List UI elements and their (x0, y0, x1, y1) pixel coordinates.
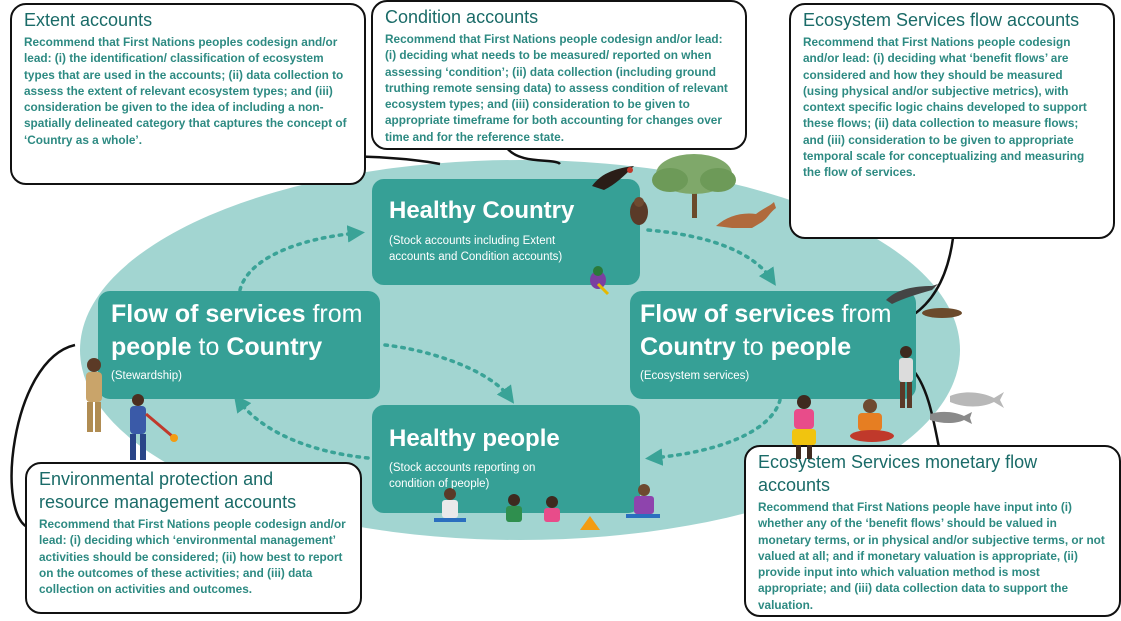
fish-icon (930, 392, 1004, 424)
healthy-country-subtitle-1: (Stock accounts including Extent (389, 235, 556, 247)
env-protection-accounts-callout: Environmental protection and resource ma… (25, 462, 362, 614)
extent-accounts-title: Extent accounts (24, 10, 153, 30)
cycle-arrow-to-healthy-people (645, 398, 782, 466)
es-flow-connector (912, 237, 955, 317)
finch-icon (590, 266, 610, 296)
heron-icon (886, 284, 938, 304)
flow-people-line2: people to Country (111, 333, 323, 361)
people-group-icon (434, 484, 660, 530)
healthy-people-subtitle-2: condition of people) (389, 478, 490, 490)
condition-connector (506, 147, 561, 166)
flow-people-to-country-box: Flow of services from people to Country … (98, 291, 380, 399)
campfire-icon (580, 516, 600, 530)
env-connector (10, 343, 76, 530)
people-icon-3 (899, 346, 913, 408)
tree-icon (652, 154, 736, 218)
monetary-connector (912, 369, 942, 453)
healthy-people-subtitle-1: (Stock accounts reporting on (389, 462, 536, 474)
flow-country-subtitle: (Ecosystem services) (640, 370, 750, 382)
healthy-country-title: Healthy Country (389, 197, 575, 224)
cycle-arrow-people-to-healthy-people (383, 343, 515, 404)
bird-icon (592, 166, 634, 190)
healthy-people-title: Healthy people (389, 425, 560, 452)
flow-people-line1: Flow of services from (111, 300, 363, 328)
people-icon (86, 358, 102, 432)
kangaroo-icon (716, 202, 776, 228)
people-icon-2 (130, 394, 178, 460)
people-icon-5 (850, 399, 894, 442)
bird-icon-2 (630, 197, 648, 225)
extent-accounts-text: Recommend that First Nations peoples cod… (24, 35, 347, 147)
flow-country-to-people-box: Flow of services from Country to people … (630, 291, 916, 399)
es-monetary-accounts-callout: Ecosystem Services monetary flow account… (744, 445, 1121, 617)
es-flow-accounts-title: Ecosystem Services flow accounts (803, 10, 1080, 30)
cycle-arrow-to-flow-from-country (646, 228, 776, 286)
env-protection-accounts-text: Recommend that First Nations people code… (39, 517, 346, 597)
es-flow-accounts-callout: Ecosystem Services flow accounts Recomme… (789, 3, 1115, 239)
flow-country-line1: Flow of services from (640, 300, 892, 328)
condition-accounts-text: Recommend that First Nations people code… (385, 32, 728, 144)
platypus-icon (922, 308, 962, 318)
cycle-arrow-to-flow-from-people (233, 394, 370, 460)
env-protection-accounts-title: Environmental protection and resource ma… (39, 469, 297, 513)
condition-accounts-callout: Condition accounts Recommend that First … (371, 0, 747, 150)
extent-accounts-callout: Extent accounts Recommend that First Nat… (10, 3, 366, 185)
healthy-country-subtitle-2: accounts and Condition accounts) (389, 251, 563, 263)
cycle-arrow-to-healthy-country (238, 225, 365, 292)
condition-accounts-title: Condition accounts (385, 7, 539, 27)
healthy-people-box: Healthy people (Stock accounts reporting… (372, 405, 640, 513)
es-flow-accounts-text: Recommend that First Nations people code… (803, 35, 1087, 180)
healthy-country-box: Healthy Country (Stock accounts includin… (372, 179, 640, 285)
flow-people-subtitle: (Stewardship) (111, 370, 182, 382)
flow-country-line2: Country to people (640, 333, 852, 361)
es-monetary-accounts-title: Ecosystem Services monetary flow account… (758, 452, 1038, 496)
es-monetary-accounts-text: Recommend that First Nations people have… (758, 500, 1105, 612)
people-icon-4 (792, 395, 816, 459)
